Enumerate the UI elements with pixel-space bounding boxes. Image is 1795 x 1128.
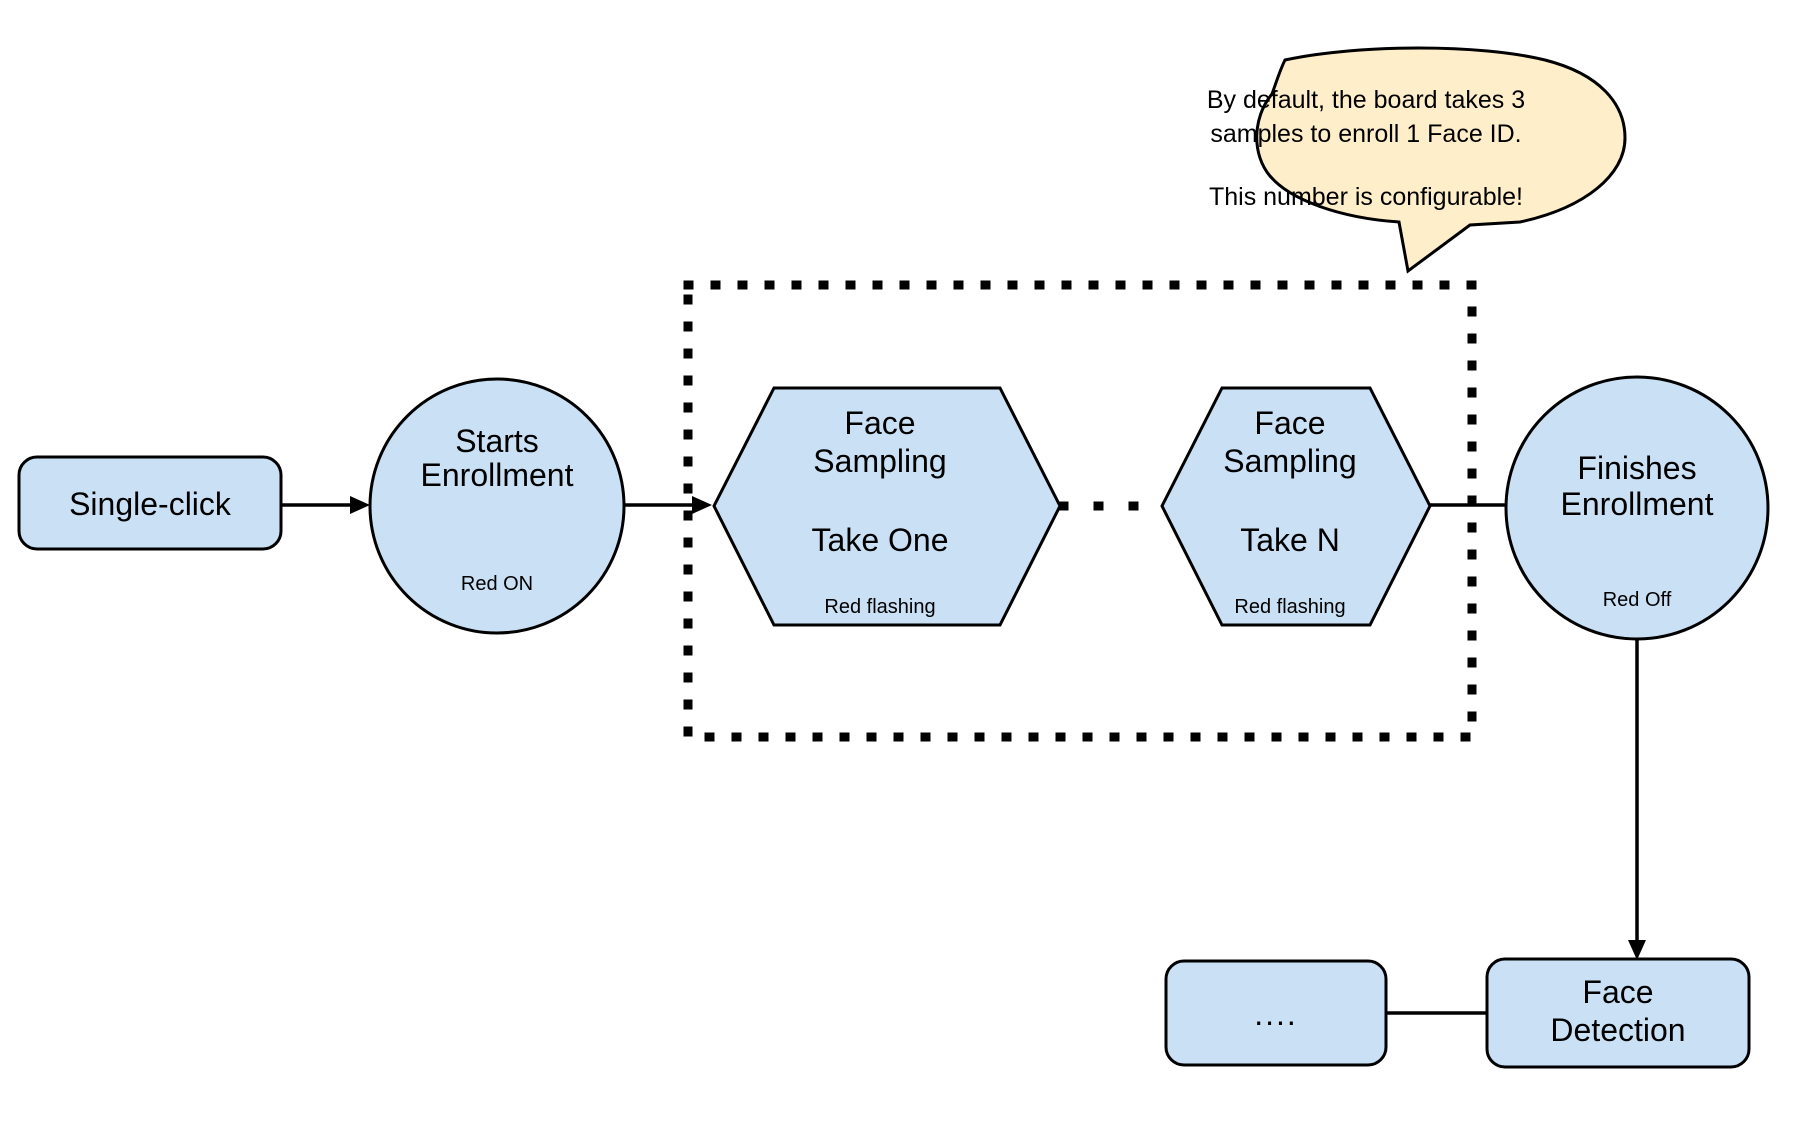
face-sampling-one-hexagon[interactable] xyxy=(712,386,1062,627)
continuation-box[interactable] xyxy=(1164,959,1388,1067)
face-detection-line1: Face xyxy=(1582,974,1653,1010)
face-sampling-one-line3: Take One xyxy=(812,522,949,558)
face-sampling-one-line1: Face xyxy=(844,405,915,441)
node-single-click[interactable]: Single-click xyxy=(17,455,283,551)
face-sampling-n-line3: Take N xyxy=(1240,522,1340,558)
connector-finishes-to-detection xyxy=(1628,639,1646,960)
node-face-detection[interactable]: Face Detection xyxy=(1485,957,1751,1069)
face-sampling-n-line1: Face xyxy=(1254,405,1325,441)
continuation-label: .... xyxy=(1254,996,1298,1032)
connector-singleclick-to-starts xyxy=(281,496,370,514)
callout-line-3: This number is configurable! xyxy=(1209,183,1523,211)
single-click-box[interactable] xyxy=(17,455,283,551)
face-sampling-n-hexagon[interactable] xyxy=(1160,386,1432,627)
node-finishes-enrollment[interactable]: Finishes Enrollment Red Off xyxy=(1504,375,1770,641)
starts-enrollment-status: Red ON xyxy=(461,573,533,595)
starts-enrollment-label-line2: Enrollment xyxy=(421,457,574,493)
node-face-sampling-n[interactable]: Face Sampling Take N Red flashing xyxy=(1160,386,1432,627)
single-click-label: Single-click xyxy=(69,486,232,522)
callout-bubble: By default, the board takes 3 samples to… xyxy=(1207,46,1627,274)
face-sampling-n-status: Red flashing xyxy=(1234,596,1345,618)
face-sampling-n-line2: Sampling xyxy=(1223,443,1356,479)
callout-shape xyxy=(1255,46,1627,274)
sampling-group-box xyxy=(683,280,1477,742)
callout-line-2: samples to enroll 1 Face ID. xyxy=(1210,120,1521,148)
node-continuation[interactable]: .... xyxy=(1164,959,1388,1067)
face-detection-line2: Detection xyxy=(1550,1012,1685,1048)
starts-enrollment-label-line1: Starts xyxy=(455,423,539,459)
face-sampling-one-status: Red flashing xyxy=(824,596,935,618)
finishes-enrollment-line1: Finishes xyxy=(1577,450,1696,486)
node-face-sampling-one[interactable]: Face Sampling Take One Red flashing xyxy=(712,386,1062,627)
node-starts-enrollment[interactable]: Starts Enrollment Red ON xyxy=(368,377,626,635)
finishes-enrollment-status: Red Off xyxy=(1603,589,1672,611)
callout-line-1: By default, the board takes 3 xyxy=(1207,86,1525,114)
finishes-enrollment-line2: Enrollment xyxy=(1561,486,1714,522)
face-sampling-one-line2: Sampling xyxy=(813,443,946,479)
connector-starts-to-sampling-one xyxy=(624,496,712,514)
